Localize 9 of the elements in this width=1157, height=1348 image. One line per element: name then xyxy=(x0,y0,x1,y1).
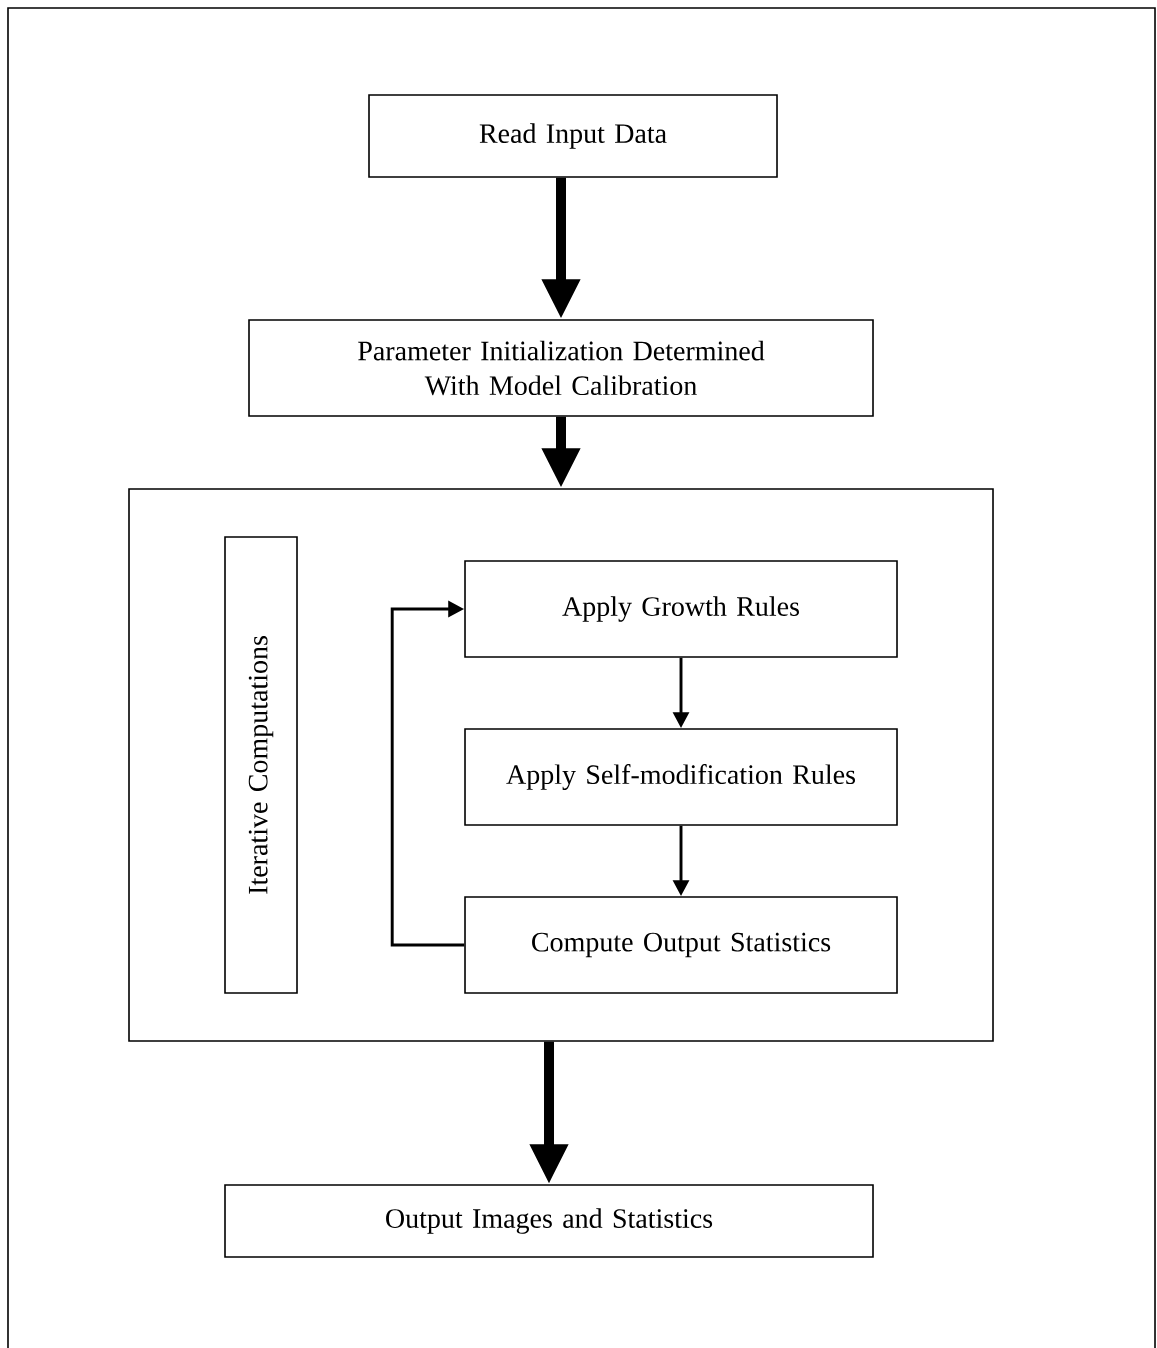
process-box: Iterative Computations xyxy=(224,536,298,994)
process-box: Output Images and Statistics xyxy=(224,1184,874,1258)
process-box: Compute Output Statistics xyxy=(464,896,898,994)
arrow xyxy=(390,600,465,947)
process-box: Apply Self-modification Rules xyxy=(464,728,898,826)
process-box: Parameter Initialization Determined With Model Calibration xyxy=(248,319,874,417)
process-box: Apply Growth Rules xyxy=(464,560,898,658)
group-box xyxy=(128,488,994,1042)
process-box: Read Input Data xyxy=(368,94,778,178)
